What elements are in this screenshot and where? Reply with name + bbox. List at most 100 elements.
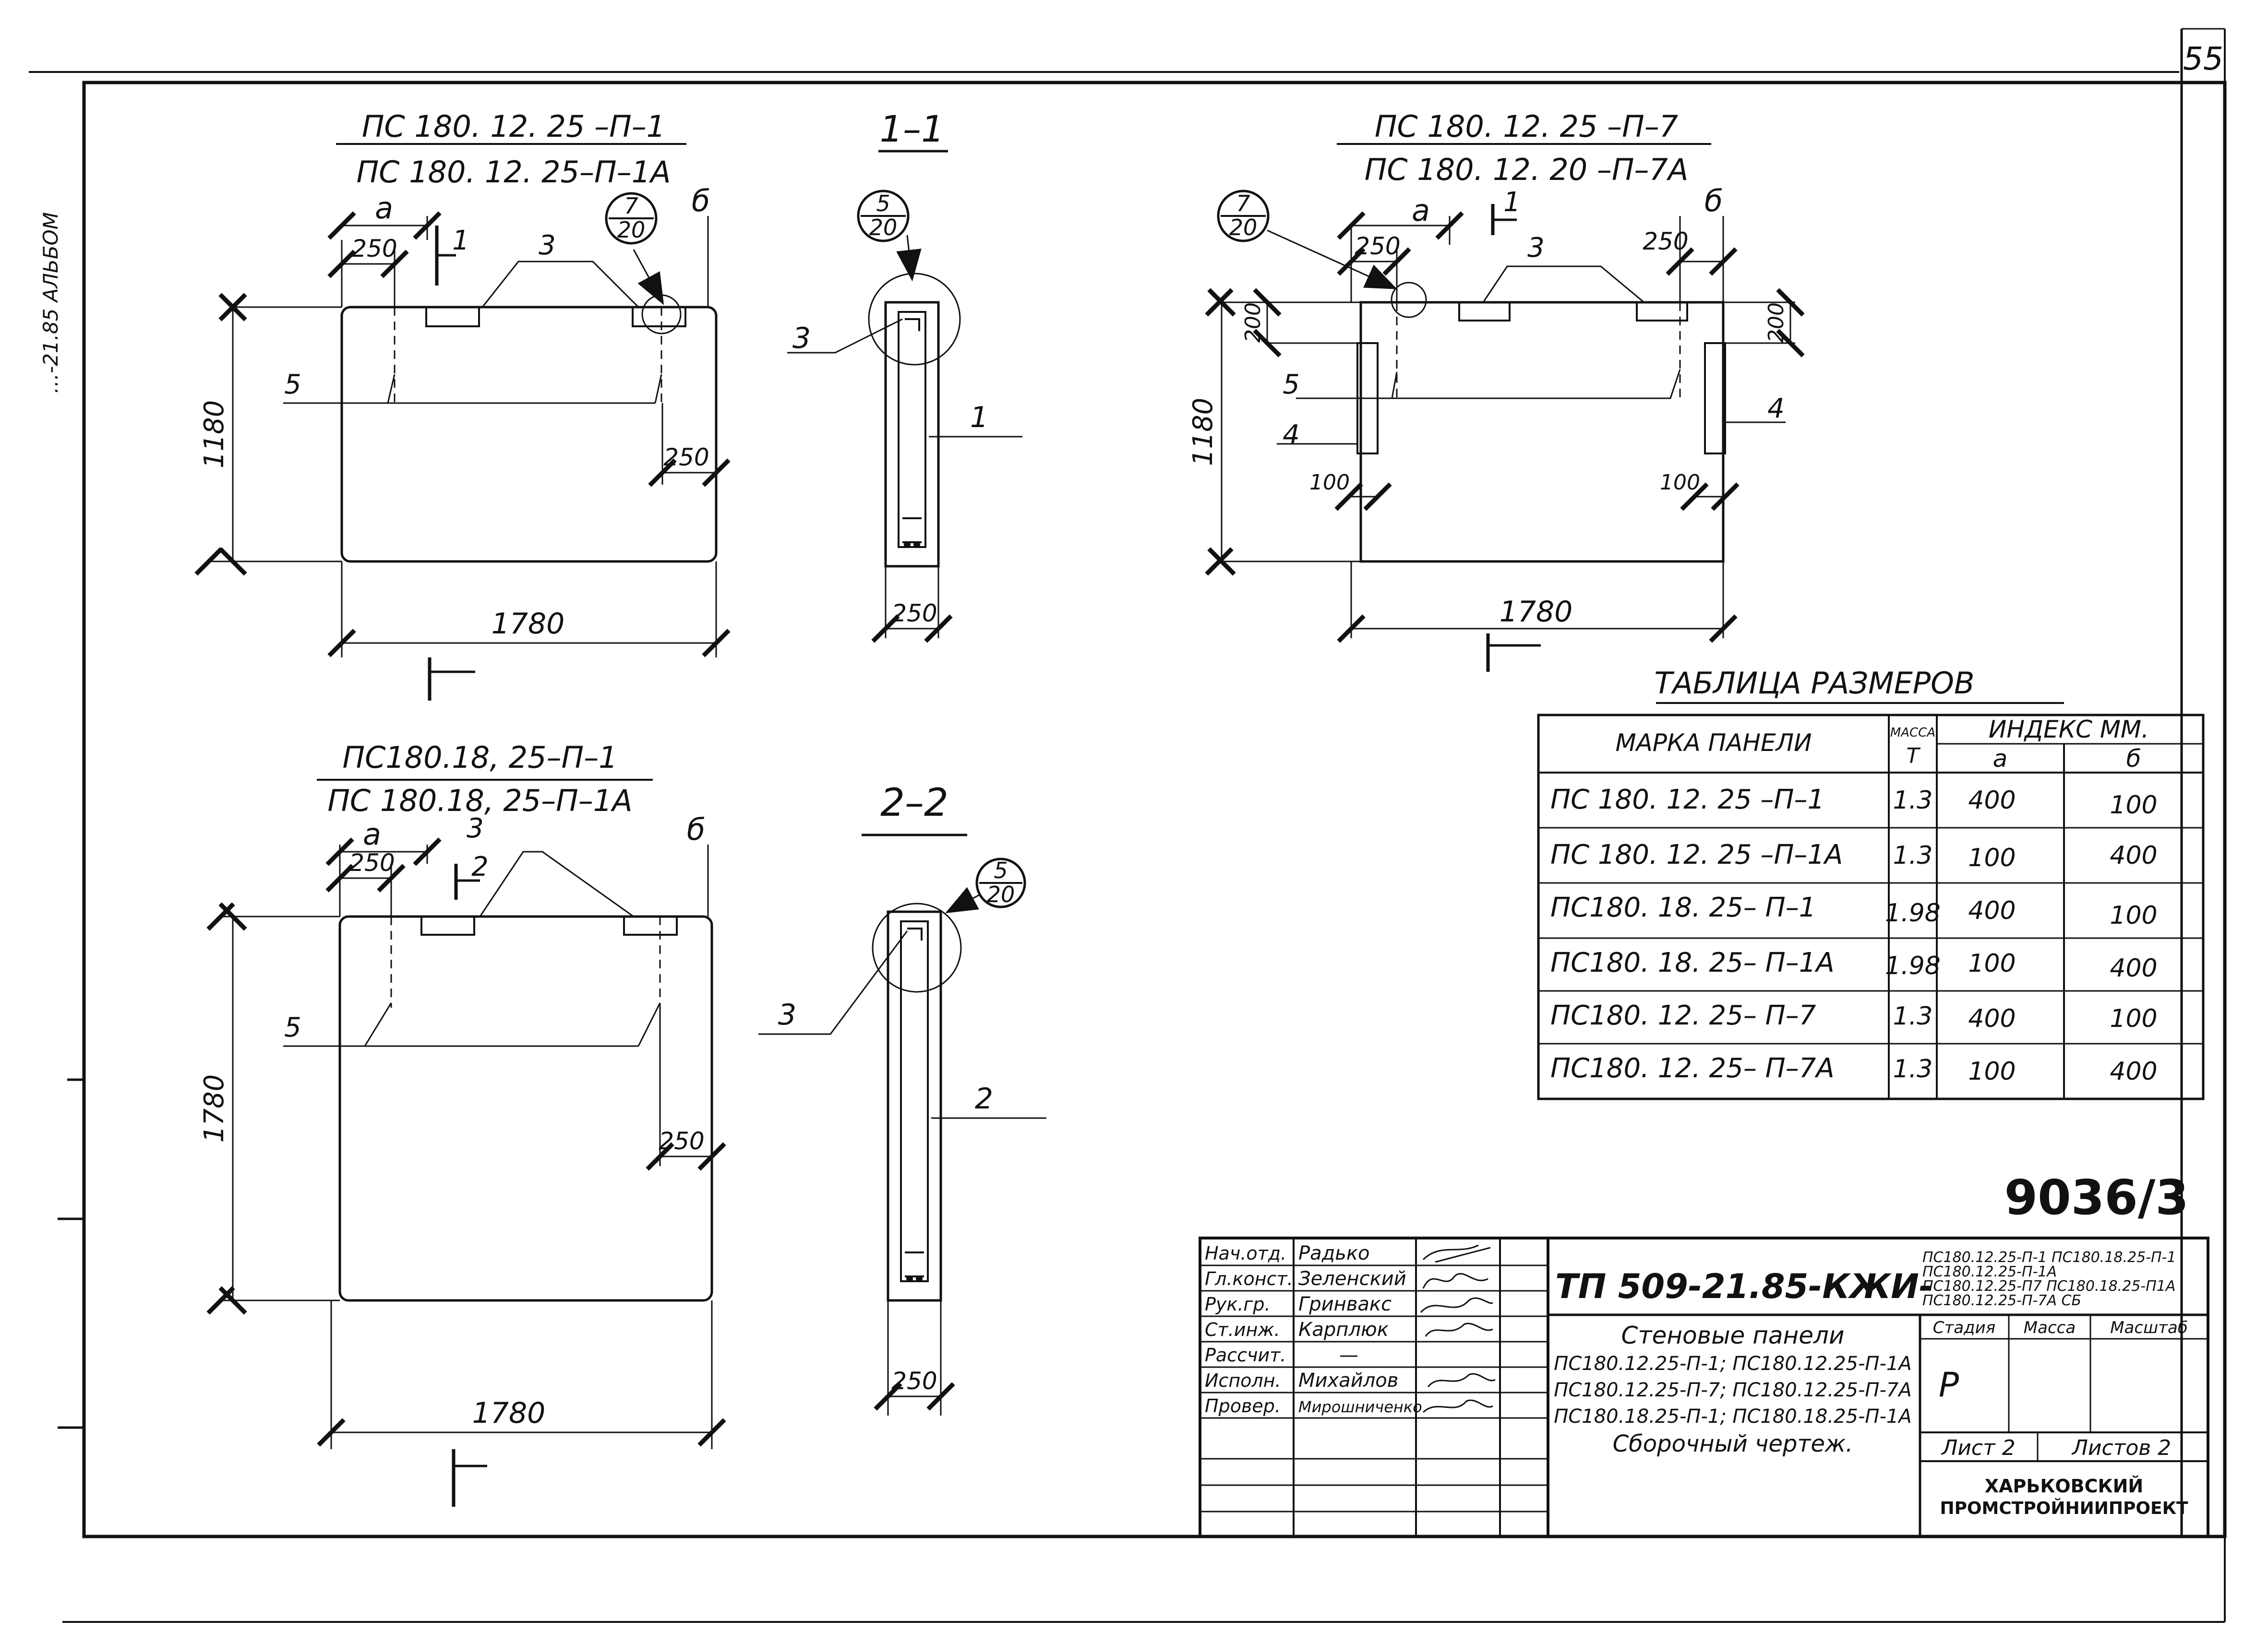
org-line-2: ПРОМСТРОЙНИИПРОЕКТ — [1940, 1498, 2188, 1518]
panel-a-dim-b: б — [692, 183, 710, 218]
size-table-row-1: ПС 180. 12. 25 –П–1 1.3 400 100 — [1550, 784, 2158, 820]
signature-name: — — [1339, 1344, 1358, 1366]
sheet-code: 9036/3 — [2004, 1169, 2189, 1226]
doc-mark-line-3: ПС180.12.25-П7 ПС180.18.25-П1А — [1922, 1278, 2175, 1295]
panel-c-dim-250-left: 250 — [349, 849, 395, 877]
panel-c-dim-b: б — [687, 812, 705, 847]
section-1-item-1: 1 — [970, 401, 988, 434]
section-2-outline — [887, 910, 942, 1302]
signature-row-1: Нач.отд. Радько — [1205, 1242, 1370, 1264]
row-a: 100 — [1968, 949, 2016, 978]
panel-c-socket-right — [623, 916, 678, 936]
panel-a-height: 1180 — [199, 400, 230, 469]
size-table-row-4: ПС180. 18. 25– П–1А 1.98 100 400 — [1550, 947, 2158, 983]
section-1-thickness: 250 — [891, 599, 937, 627]
row-mark: ПС180. 12. 25– П–7А — [1550, 1053, 1835, 1084]
section-1-1: 1–1 5 20 3 1 250 — [787, 107, 1022, 643]
panel-b-item-3: 3 — [1527, 232, 1545, 263]
signature-name: Зеленский — [1298, 1268, 1406, 1290]
signature-row-6: Исполн. Михайлов — [1205, 1370, 1398, 1392]
row-a: 100 — [1968, 844, 2016, 872]
signature-row-2: Гл.конст. Зеленский — [1205, 1268, 1406, 1290]
col-mass: Масса — [2024, 1318, 2076, 1337]
panel-b-dim-100-left: 100 — [1309, 470, 1350, 495]
panel-b-dim-200-right: 200 — [1764, 302, 1788, 343]
col-mass-header-2: Т — [1907, 744, 1921, 768]
panel-c-height: 1780 — [199, 1074, 230, 1143]
panel-a-title-1: ПС 180. 12. 25 –П–1 — [362, 109, 665, 144]
signature-name: Гринвакс — [1298, 1293, 1392, 1315]
description-line-2: ПС180.12.25-П-1; ПС180.12.25-П-1А — [1554, 1353, 1912, 1375]
panel-a-socket-right — [632, 306, 686, 327]
size-table-row-5: ПС180. 12. 25– П–7 1.3 400 100 — [1550, 1000, 2158, 1033]
signature-name: Мирошниченко — [1298, 1398, 1422, 1416]
col-index-header: ИНДЕКС ММ. — [1989, 715, 2149, 743]
signature-role: Рассчит. — [1205, 1345, 1286, 1366]
sheet-frame — [29, 28, 2227, 1623]
panel-a-callout-den: 20 — [617, 217, 646, 243]
panel-b-height: 1180 — [1188, 398, 1219, 466]
panel-b-dim-250-right: 250 — [1643, 227, 1688, 255]
signature-name: Михайлов — [1298, 1370, 1398, 1392]
section-2-item-2: 2 — [975, 1082, 993, 1116]
signature-name: Карплюк — [1298, 1319, 1389, 1341]
panel-a-dim-250-right: 250 — [663, 443, 709, 471]
section-2-detail-circle — [872, 903, 962, 993]
col-mass-header-1: МАССА — [1890, 726, 1935, 740]
panel-b-dim-250-left: 250 — [1355, 232, 1400, 260]
panel-b-section-mark: 1 — [1503, 187, 1521, 218]
col-b-header: б — [2126, 745, 2141, 773]
signature-role: Ст.инж. — [1205, 1319, 1280, 1340]
row-b: 100 — [2110, 791, 2157, 820]
panel-a-width: 1780 — [492, 607, 565, 641]
row-mark: ПС180. 12. 25– П–7 — [1550, 1000, 1816, 1031]
panel-b-title-1: ПС 180. 12. 25 –П–7 — [1375, 109, 1678, 144]
panel-a-item-3: 3 — [539, 230, 556, 261]
panel-b-item-5: 5 — [1283, 369, 1300, 400]
panel-a-dim-a: а — [375, 191, 393, 226]
panel-b-item-4-left: 4 — [1283, 419, 1300, 451]
panel-a-title-2: ПС 180. 12. 25–П–1А — [356, 155, 671, 190]
panel-c-dim-a: а — [363, 817, 381, 852]
handwritten-signatures — [1420, 1244, 1496, 1413]
size-table-title: ТАБЛИЦА РАЗМЕРОВ — [1654, 666, 1974, 701]
title-block: Нач.отд. Радько Гл.конст. Зеленский Рук.… — [1199, 1237, 2209, 1538]
side-note: …-21.85 АЛЬБОМ — [39, 212, 62, 393]
signature-name: Радько — [1298, 1242, 1370, 1264]
panel-b-dim-200-left: 200 — [1241, 302, 1265, 343]
panel-b-outline — [1359, 301, 1725, 563]
row-mark: ПС 180. 12. 25 –П–1 — [1550, 784, 1824, 815]
org-line-1: ХАРЬКОВСКИЙ — [1985, 1476, 2143, 1497]
signature-row-5: Рассчит. — — [1205, 1344, 1358, 1366]
row-a: 400 — [1968, 1004, 2016, 1033]
stage-value: Р — [1939, 1365, 1959, 1405]
signature-row-7: Провер. Мирошниченко — [1205, 1395, 1422, 1417]
panel-c-socket-left — [420, 916, 475, 936]
sheets-label: Листов 2 — [2071, 1436, 2171, 1460]
row-a: 100 — [1968, 1057, 2016, 1086]
section-1-title: 1–1 — [880, 107, 945, 150]
section-2-callout-den: 20 — [987, 882, 1015, 907]
signature-row-4: Ст.инж. Карплюк — [1205, 1319, 1389, 1341]
description-line-4: ПС180.18.25-П-1; ПС180.18.25-П-1А — [1554, 1406, 1912, 1428]
panel-c-dim-250-right: 250 — [659, 1127, 704, 1155]
signature-row-3: Рук.гр. Гринвакс — [1205, 1293, 1392, 1315]
panel-b-socket-left — [1458, 301, 1511, 322]
row-b: 100 — [2110, 901, 2157, 930]
sheet-label: Лист 2 — [1941, 1436, 2015, 1460]
description-title: Стеновые панели — [1621, 1322, 1845, 1349]
panel-c-outline — [338, 915, 713, 1302]
section-1-callout-den: 20 — [869, 214, 898, 240]
signature-role: Нач.отд. — [1205, 1243, 1286, 1264]
panel-b-item-4-right: 4 — [1767, 393, 1785, 424]
section-1-outline — [884, 301, 940, 568]
panel-b-callout-den: 20 — [1229, 214, 1258, 240]
doc-mark-line-4: ПС180.12.25-П-7А СБ — [1922, 1292, 2081, 1309]
row-a: 400 — [1968, 896, 2016, 925]
row-b: 100 — [2110, 1004, 2157, 1033]
row-b: 400 — [2110, 1057, 2157, 1086]
panel-c-width: 1780 — [472, 1396, 546, 1430]
signature-role: Рук.гр. — [1205, 1294, 1271, 1315]
panel-a-callout-num: 7 — [624, 193, 638, 219]
row-mass: 1.3 — [1893, 786, 1933, 815]
